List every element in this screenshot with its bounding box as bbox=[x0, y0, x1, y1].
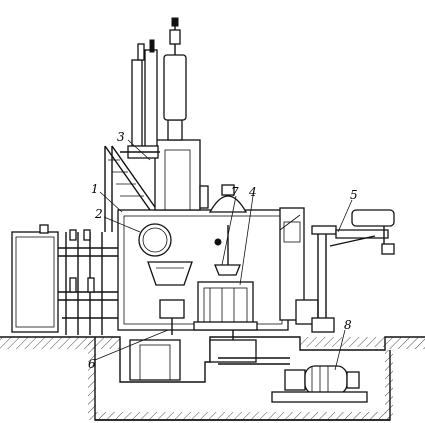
label-3: 3 bbox=[117, 130, 125, 144]
part-labels: 3 1 2 7 4 5 6 8 bbox=[88, 130, 358, 371]
leader-lines bbox=[94, 139, 353, 371]
label-4: 4 bbox=[248, 185, 257, 199]
label-7: 7 bbox=[231, 185, 239, 199]
label-8: 8 bbox=[344, 318, 352, 332]
stairs bbox=[104, 145, 158, 232]
floor-foundation bbox=[0, 336, 425, 421]
label-5: 5 bbox=[350, 188, 358, 202]
label-6: 6 bbox=[88, 357, 96, 371]
label-1: 1 bbox=[91, 182, 99, 196]
top-column bbox=[120, 17, 248, 213]
drive-assembly bbox=[129, 330, 368, 403]
control-cabinet bbox=[11, 224, 59, 333]
crane-mechanism bbox=[311, 209, 395, 333]
label-2: 2 bbox=[94, 207, 103, 221]
pipe-rack bbox=[58, 229, 118, 335]
vacuum-chamber bbox=[117, 209, 289, 335]
